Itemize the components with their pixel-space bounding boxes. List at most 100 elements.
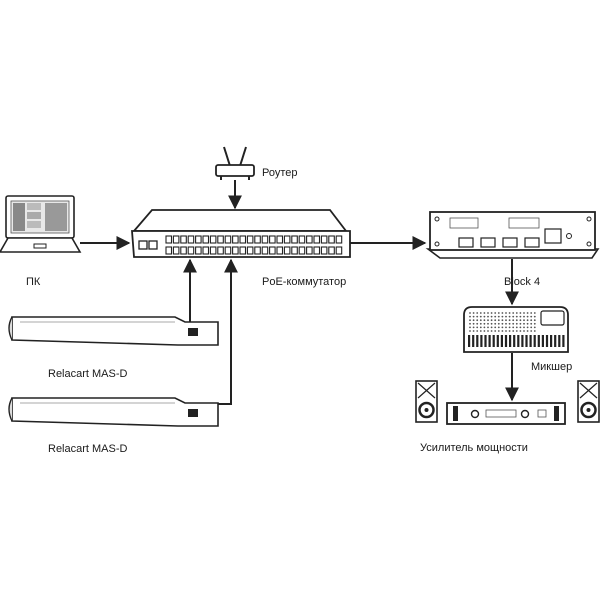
- switch-port: [276, 246, 284, 255]
- mixer-fader: [513, 335, 516, 347]
- mixer-knob: [519, 326, 522, 329]
- mixer-fader: [525, 335, 528, 347]
- mixer-knob: [508, 312, 511, 314]
- mixer-knob: [490, 312, 493, 314]
- mixer-fader: [504, 335, 508, 347]
- mixer-knob: [508, 315, 511, 318]
- mixer-knob: [505, 312, 507, 314]
- switch-port: [283, 246, 291, 255]
- mixer-knob: [469, 319, 471, 322]
- mixer-knob: [515, 312, 518, 314]
- mixer-knob: [530, 322, 533, 325]
- switch-port: [195, 246, 202, 255]
- mixer-knob: [512, 326, 515, 329]
- mixer-knob: [483, 319, 486, 322]
- mixer-knob: [505, 322, 507, 325]
- mixer-knob: [519, 319, 522, 322]
- mixer-knob: [487, 312, 489, 314]
- mixer-knob: [526, 319, 529, 322]
- mixer-knob: [479, 312, 482, 314]
- mixer-knob: [497, 322, 500, 325]
- mixer-fader: [488, 335, 491, 347]
- mixer-fader: [545, 335, 549, 347]
- switch-port: [180, 235, 187, 244]
- mixer-fader: [541, 335, 544, 347]
- switch-port: [165, 235, 173, 244]
- mixer-fader: [476, 335, 479, 347]
- mixer-knob: [497, 326, 500, 329]
- switch-port: [246, 235, 254, 244]
- mixer-knob: [490, 315, 493, 318]
- mixer-knob: [479, 322, 482, 325]
- switch-port: [180, 246, 187, 255]
- switch-port: [202, 235, 210, 244]
- mixer-knob: [512, 330, 515, 332]
- switch-port: [165, 246, 173, 255]
- mixer-knob: [515, 315, 518, 318]
- mixer-knob: [533, 315, 536, 318]
- mixer-fader: [537, 335, 540, 347]
- mixer-fader: [500, 335, 503, 347]
- mixer-fader: [558, 335, 561, 347]
- mixer-knob: [490, 322, 493, 325]
- mixer-knob: [526, 322, 529, 325]
- mixer-fader: [521, 335, 524, 347]
- switch-label: PoE-коммутатор: [262, 276, 346, 288]
- mixer-knob: [526, 312, 529, 314]
- mixer-knob: [512, 312, 515, 314]
- mixer-fader: [550, 335, 553, 347]
- mixer-fader: [529, 335, 532, 347]
- mixer-label: Микшер: [531, 361, 572, 373]
- mixer-knob: [469, 315, 471, 318]
- mixer-knob: [487, 330, 489, 332]
- mixer-knob: [533, 322, 536, 325]
- router-label: Роутер: [262, 167, 298, 179]
- mixer-knob: [494, 322, 497, 325]
- mixer-knob: [501, 322, 504, 325]
- mas-d-1-icon: [8, 316, 219, 346]
- switch-port: [335, 246, 343, 255]
- mixer-knob: [472, 322, 475, 325]
- mixer-fader: [468, 335, 471, 347]
- mixer-knob: [530, 330, 533, 332]
- switch-port: [283, 235, 291, 244]
- switch-port: [269, 235, 276, 244]
- mixer-knob: [472, 319, 475, 322]
- mixer-knob: [526, 315, 529, 318]
- switch-port: [320, 246, 328, 255]
- switch-port: [246, 246, 254, 255]
- amplifier-icon: [446, 402, 566, 425]
- switch-port: [291, 235, 298, 244]
- poe-switch-icon: [131, 209, 351, 258]
- laptop-icon: [0, 195, 82, 253]
- mixer-knob: [505, 319, 507, 322]
- mixer-knob: [479, 319, 482, 322]
- mixer-fader: [533, 335, 536, 347]
- mixer-knob: [497, 319, 500, 322]
- switch-port: [335, 235, 343, 244]
- switch-port: [224, 246, 232, 255]
- switch-port: [172, 235, 180, 244]
- router-icon: [215, 146, 255, 180]
- mixer-knob: [505, 326, 507, 329]
- left-speaker-icon: [415, 380, 438, 423]
- mixer-knob: [483, 326, 486, 329]
- mixer-knob: [523, 315, 525, 318]
- mixer-knob: [472, 315, 475, 318]
- mixer-knob: [472, 326, 475, 329]
- mixer-fader: [496, 335, 499, 347]
- switch-port: [187, 235, 195, 244]
- mixer-knob: [533, 330, 536, 332]
- switch-port: [217, 235, 224, 244]
- switch-port: [202, 246, 210, 255]
- switch-port: [254, 246, 261, 255]
- mixer-knob: [494, 312, 497, 314]
- switch-port: [269, 246, 276, 255]
- switch-port: [239, 235, 247, 244]
- mas-d-2-label: Relacart MAS-D: [48, 443, 128, 455]
- mixer-knob: [505, 330, 507, 332]
- switch-port: [239, 246, 247, 255]
- switch-port: [261, 235, 269, 244]
- switch-ports: [165, 235, 343, 255]
- pc-label: ПК: [26, 276, 41, 288]
